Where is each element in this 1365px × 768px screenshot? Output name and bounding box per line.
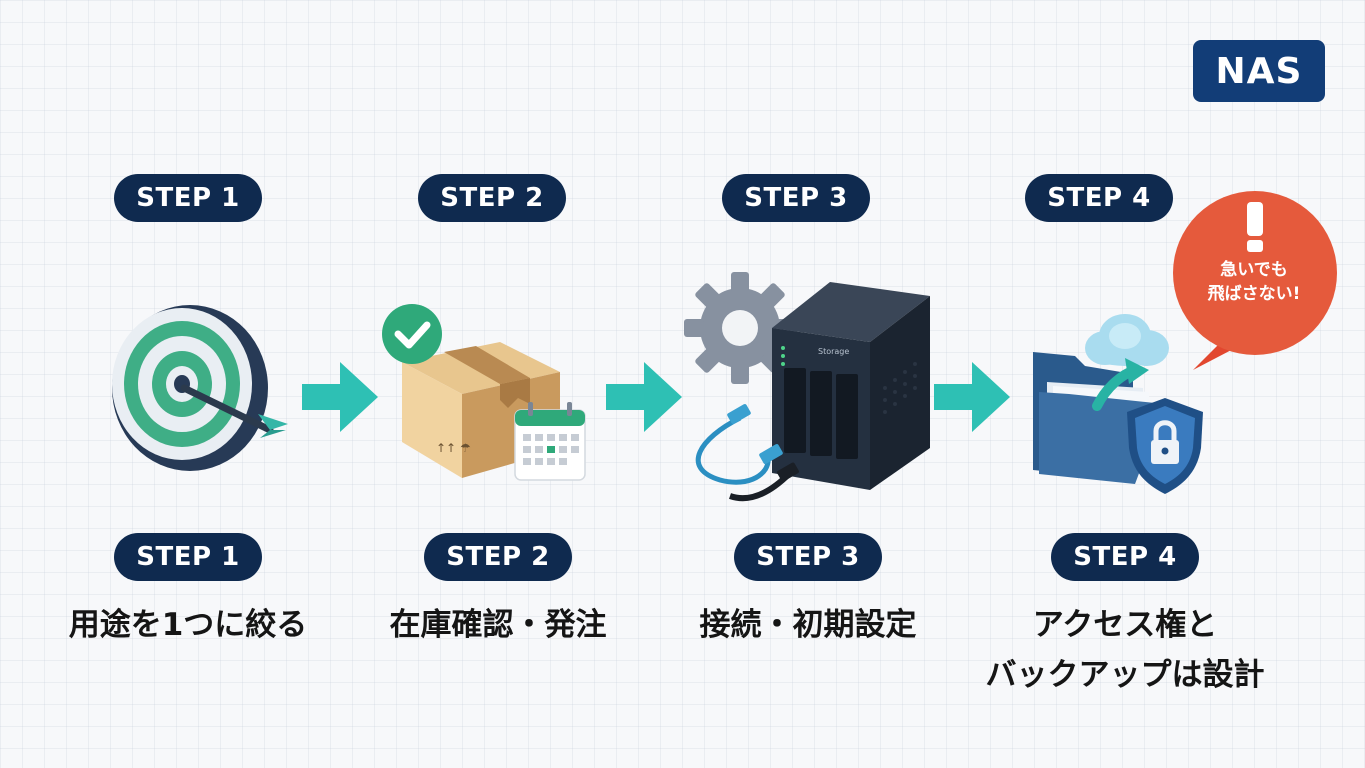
warning-line1: 急いでも [1220, 260, 1288, 280]
step2-caption: 在庫確認・発注 [389, 607, 607, 643]
step4-caption-line1: アクセス権と [1032, 607, 1218, 643]
step1-bottom-label: STEP 1 [114, 533, 262, 581]
cloud-icon [1085, 314, 1169, 366]
cloud-backup-icon [1033, 314, 1203, 494]
step4-bottom-label: STEP 4 [1051, 533, 1199, 581]
nas-badge: NAS [1193, 40, 1325, 102]
step2-bottom-label: STEP 2 [424, 533, 572, 581]
step1-caption: 用途を1つに絞る [68, 607, 308, 643]
warning-bubble [1173, 191, 1337, 370]
step4-caption-line2: バックアップは設計 [985, 657, 1265, 693]
step1-top-label: STEP 1 [114, 174, 262, 222]
step3-bottom-label: STEP 3 [734, 533, 882, 581]
svg-text:Storage: Storage [818, 347, 849, 356]
step4-caption: アクセス権と バックアップは設計 [955, 600, 1295, 700]
warning-line2: 飛ばさない! [1207, 284, 1301, 304]
step3-caption: 接続・初期設定 [699, 607, 917, 643]
nas-device-icon: Storage [684, 272, 930, 502]
step3-top-label: STEP 3 [722, 174, 870, 222]
target-icon [112, 305, 288, 471]
package-icon: ↑↑ ☂ [382, 304, 586, 481]
step4-top-label: STEP 4 [1025, 174, 1173, 222]
exclamation-icon [1247, 202, 1263, 236]
step2-top-label: STEP 2 [418, 174, 566, 222]
warning-text: 急いでも 飛ばさない! [1173, 258, 1335, 306]
flow-arrow-1 [302, 362, 378, 432]
flow-arrow-3 [934, 362, 1010, 432]
shield-lock-icon [1127, 398, 1203, 494]
svg-text:↑↑ ☂: ↑↑ ☂ [436, 441, 471, 455]
flow-arrow-2 [606, 362, 682, 432]
